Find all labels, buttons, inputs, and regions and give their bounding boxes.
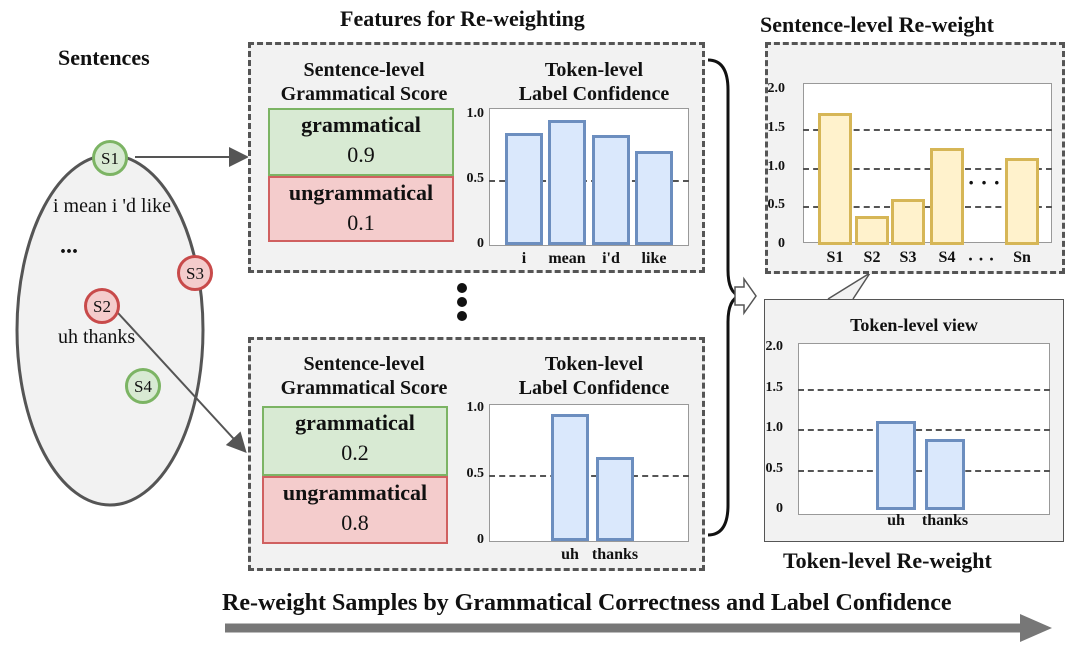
- x-tick-label: S3: [899, 249, 917, 266]
- bar: [855, 215, 889, 245]
- y-tick-label: 2.0: [767, 81, 786, 96]
- x-tick-label: i: [521, 250, 527, 267]
- callout-tail: [827, 272, 871, 300]
- gridline: [803, 206, 1052, 209]
- token-heading-line1: Token-level: [544, 353, 644, 375]
- sentence-node-s4: S4: [125, 368, 161, 404]
- x-tick-label: S4: [938, 249, 956, 266]
- bar: [548, 120, 586, 245]
- x-tick-label: thanks: [591, 546, 639, 563]
- grammatical-label: grammatical: [295, 410, 415, 435]
- bar: [592, 134, 630, 245]
- x-tick-label: like: [641, 250, 667, 267]
- features-title: Features for Re-weighting: [340, 6, 585, 31]
- bar: [891, 198, 925, 245]
- ungrammatical-label: ungrammatical: [282, 480, 428, 505]
- x-tick-label: S1: [826, 249, 844, 266]
- ungrammatical-label: ungrammatical: [288, 180, 434, 205]
- sentence-reweight-title: Sentence-level Re-weight: [760, 12, 994, 37]
- sentence-node-s3: S3: [177, 255, 213, 291]
- y-tick-label: 2.0: [765, 339, 784, 354]
- bar: [818, 113, 852, 245]
- x-tick-label: S2: [863, 249, 881, 266]
- x-tick-label: Sn: [1013, 249, 1031, 266]
- grammatical-value: 0.2: [341, 440, 369, 465]
- x-tick-label: uh: [561, 546, 579, 563]
- vertical-dot: [457, 283, 467, 293]
- sentences-title: Sentences: [58, 45, 150, 70]
- sentence-node-s1: S1: [92, 140, 128, 176]
- score-heading-1: Sentence-level Grammatical Score: [260, 58, 468, 106]
- ungrammatical-value: 0.1: [347, 210, 375, 235]
- y-tick-label: 1.5: [765, 379, 784, 395]
- x-tick-label: uh: [887, 512, 905, 529]
- score-heading-line1: Sentence-level: [303, 353, 425, 375]
- gridline: [489, 180, 689, 182]
- grammatical-box-2: grammatical 0.2: [262, 406, 448, 476]
- score-heading-line1: Sentence-level: [303, 59, 425, 81]
- token-heading-line1: Token-level: [544, 59, 644, 81]
- sentence-node-s2: S2: [84, 288, 120, 324]
- x-tick-label: thanks: [921, 512, 969, 529]
- s2-arrow: [117, 312, 247, 453]
- bar: [596, 456, 634, 541]
- gridline: [803, 128, 1052, 131]
- x-tick-label: i'd: [602, 250, 620, 267]
- sentence-text-s2: uh thanks: [58, 326, 136, 348]
- y-tick-label: 0.5: [765, 460, 784, 476]
- y-tick-label: 0: [477, 532, 484, 547]
- chart-ellipsis: · · ·: [967, 170, 1001, 195]
- ungrammatical-box-1: ungrammatical 0.1: [268, 176, 454, 242]
- label-ellipsis: · · ·: [967, 249, 995, 269]
- y-tick-label: 0.5: [466, 171, 485, 186]
- bar: [925, 438, 965, 510]
- bar: [635, 151, 673, 245]
- bar: [505, 133, 543, 245]
- y-tick-label: 0: [477, 236, 484, 251]
- gridline: [798, 429, 1050, 431]
- token-reweight-title: Token-level Re-weight: [783, 548, 992, 573]
- y-tick-label: 1.0: [466, 400, 485, 415]
- token-heading-line2: Label Confidence: [518, 83, 670, 105]
- grammatical-value: 0.9: [347, 142, 375, 167]
- gridline: [798, 388, 1050, 391]
- x-tick-label: mean: [548, 250, 586, 267]
- vertical-dot: [457, 297, 467, 307]
- token-heading-line2: Label Confidence: [518, 377, 670, 399]
- bar: [876, 420, 916, 510]
- y-tick-label: 1.0: [767, 158, 786, 174]
- bottom-caption: Re-weight Samples by Grammatical Correct…: [222, 590, 952, 616]
- vertical-dot: [457, 311, 467, 321]
- hollow-arrow: [734, 276, 757, 316]
- y-tick-label: 0.5: [767, 197, 786, 213]
- y-tick-label: 1.0: [765, 420, 784, 435]
- grammatical-box-1: grammatical 0.9: [268, 108, 454, 176]
- ungrammatical-box-2: ungrammatical 0.8: [262, 476, 448, 544]
- y-tick-label: 0.5: [466, 466, 485, 481]
- y-tick-label: 1.0: [466, 106, 485, 121]
- bar: [930, 148, 964, 245]
- token-view-title: Token-level view: [850, 315, 978, 335]
- bottom-arrowhead: [1020, 614, 1052, 642]
- y-tick-label: 1.5: [767, 119, 786, 135]
- score-heading-2: Sentence-level Grammatical Score: [260, 352, 468, 400]
- bar: [551, 414, 589, 541]
- y-tick-label: 0: [778, 236, 785, 251]
- token-heading-2: Token-level Label Confidence: [490, 352, 698, 400]
- gridline: [803, 167, 1052, 170]
- y-tick-label: 0: [776, 501, 783, 516]
- bar: [1005, 158, 1039, 245]
- grammatical-label: grammatical: [301, 112, 421, 137]
- gridline: [489, 475, 689, 477]
- ungrammatical-value: 0.8: [341, 510, 369, 535]
- score-heading-line2: Grammatical Score: [280, 377, 448, 399]
- score-heading-line2: Grammatical Score: [280, 83, 448, 105]
- gridline: [798, 469, 1050, 472]
- sentences-ellipsis: ...: [60, 233, 78, 259]
- confidence-chart-2: [489, 404, 689, 542]
- sentence-text-s1: i mean i 'd like: [53, 195, 172, 217]
- token-heading-1: Token-level Label Confidence: [490, 58, 698, 106]
